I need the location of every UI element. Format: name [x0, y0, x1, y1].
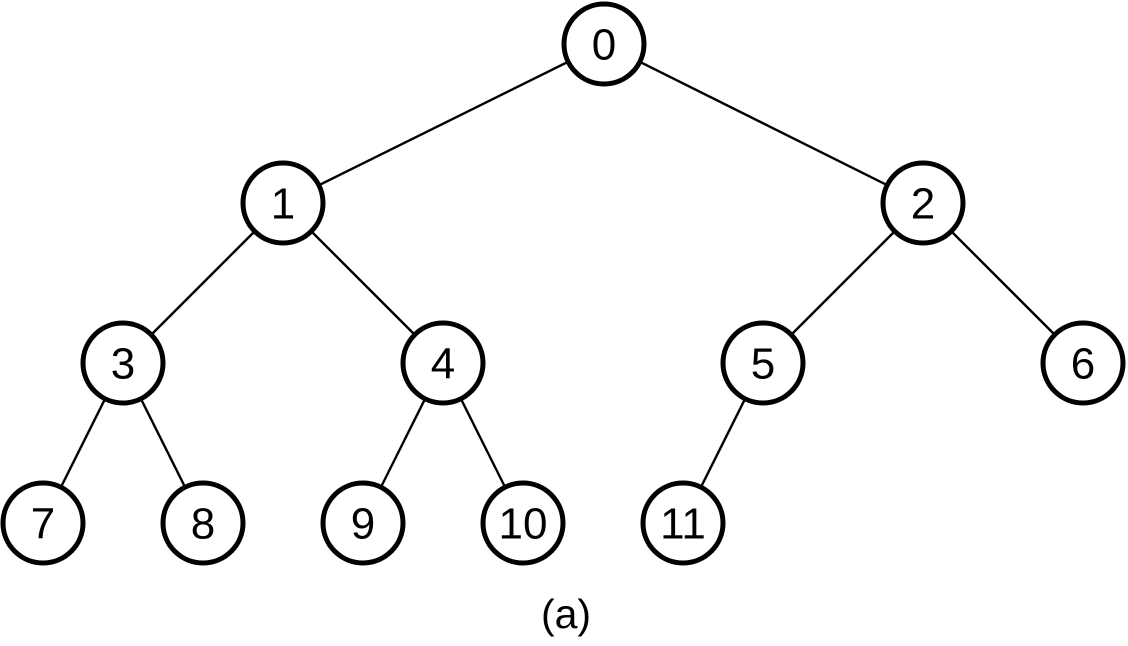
- tree-node-2: 2: [880, 160, 966, 246]
- tree-node-label-0: 0: [592, 21, 616, 70]
- tree-node-5: 5: [720, 320, 806, 406]
- tree-node-circle-2: [880, 160, 966, 246]
- tree-node-circle-11: [640, 480, 726, 566]
- tree-node-4: 4: [400, 320, 486, 406]
- tree-node-10: 10: [480, 480, 566, 566]
- figure-caption: (a): [541, 591, 591, 637]
- tree-node-circle-10: [480, 480, 566, 566]
- tree-node-circle-5: [720, 320, 806, 406]
- tree-node-1: 1: [240, 160, 326, 246]
- tree-nodes-layer: 0 1 2 3 4 5 6 7 8 9 10 11: [0, 1, 1126, 566]
- tree-node-0: 0: [561, 1, 647, 87]
- tree-edge-0-2: [603, 42, 924, 205]
- tree-node-circle-0: [561, 1, 647, 87]
- tree-node-7: 7: [0, 480, 86, 566]
- tree-node-circle-8: [160, 480, 246, 566]
- tree-node-3: 3: [80, 320, 166, 406]
- tree-node-circle-1: [240, 160, 326, 246]
- tree-node-circle-9: [320, 480, 406, 566]
- tree-node-circle-6: [1040, 320, 1126, 406]
- tree-node-label-4: 4: [431, 340, 455, 389]
- tree-node-label-9: 9: [351, 500, 375, 549]
- tree-node-label-11: 11: [660, 500, 706, 549]
- tree-node-label-7: 7: [31, 500, 55, 549]
- tree-node-label-3: 3: [111, 340, 135, 389]
- tree-node-8: 8: [160, 480, 246, 566]
- tree-node-6: 6: [1040, 320, 1126, 406]
- tree-edge-0-1: [282, 42, 605, 205]
- tree-node-label-2: 2: [911, 180, 935, 229]
- tree-node-9: 9: [320, 480, 406, 566]
- tree-node-circle-7: [0, 480, 86, 566]
- tree-node-label-6: 6: [1071, 340, 1095, 389]
- tree-node-label-1: 1: [271, 180, 295, 229]
- tree-node-11: 11: [640, 480, 726, 566]
- tree-edges-layer: [41, 42, 1084, 524]
- tree-node-label-10: 10: [499, 500, 548, 549]
- tree-node-label-8: 8: [191, 500, 215, 549]
- tree-node-label-5: 5: [751, 340, 775, 389]
- tree-node-circle-4: [400, 320, 486, 406]
- tree-node-circle-3: [80, 320, 166, 406]
